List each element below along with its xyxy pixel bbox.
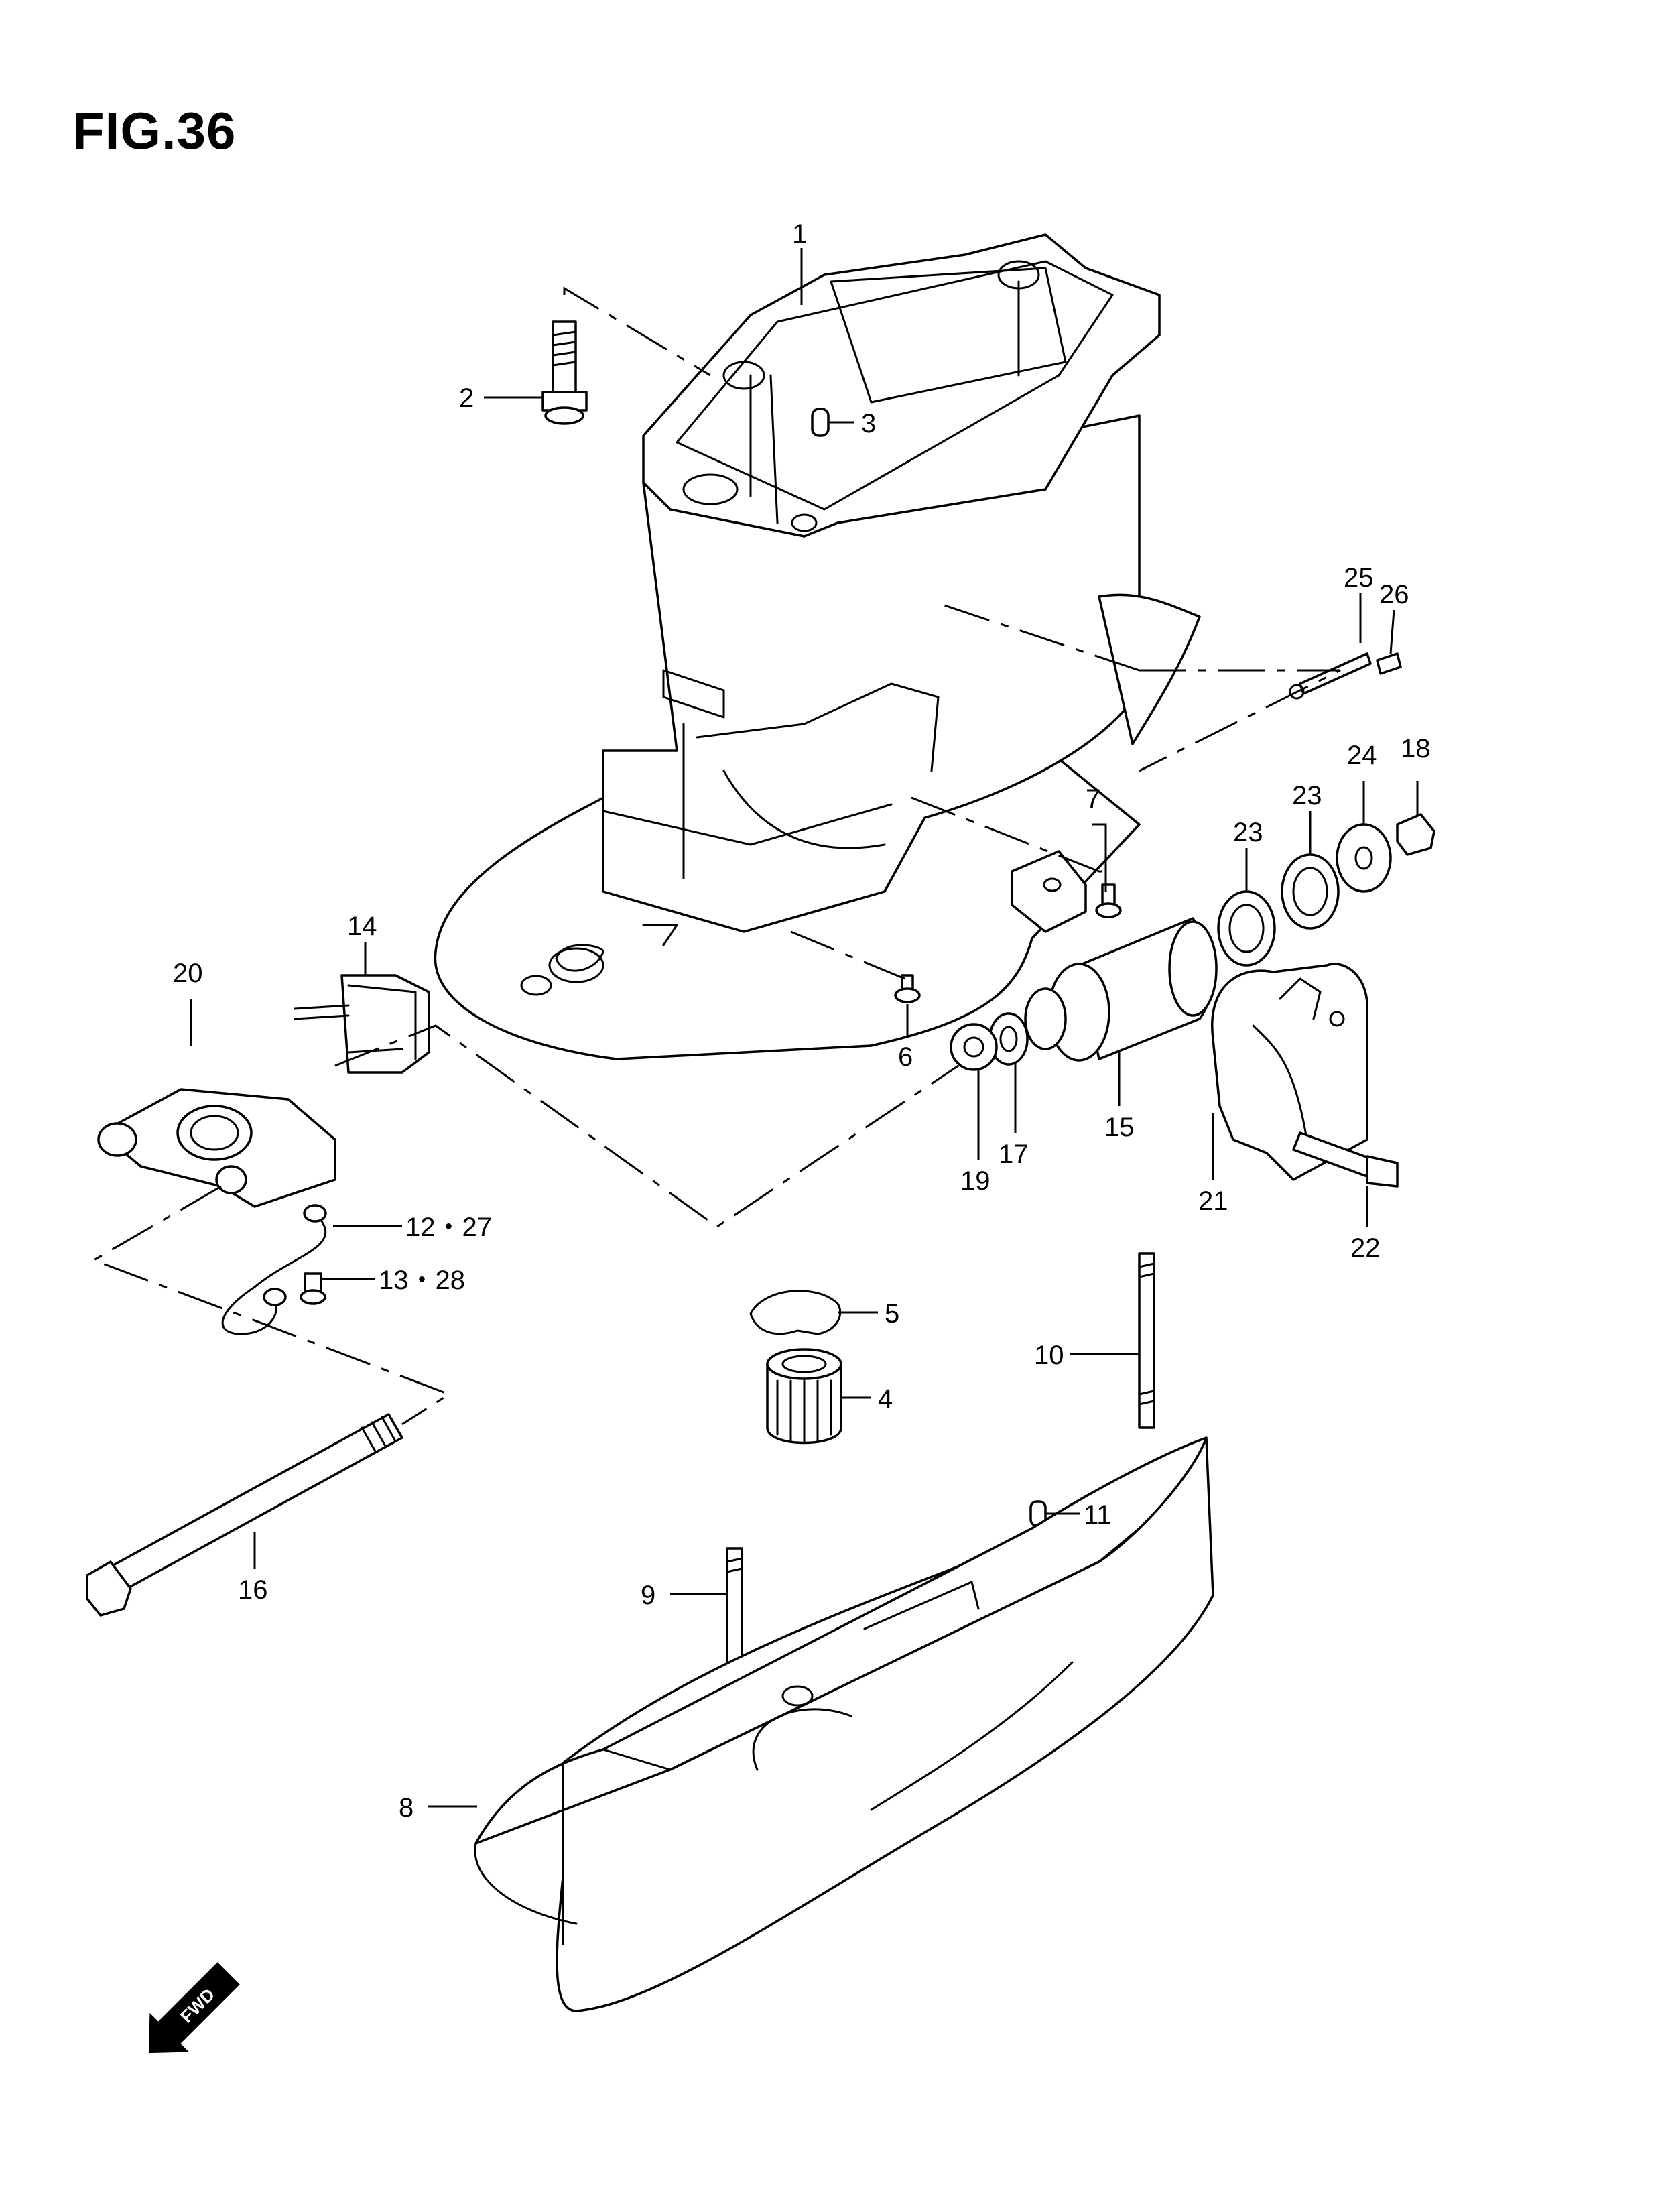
figure-title: FIG.36: [72, 101, 237, 160]
screw-part-26: [1376, 652, 1402, 675]
clip-part-25: [1289, 652, 1372, 700]
housing-top-flange: [642, 233, 1161, 538]
fwd-arrow-icon: FWD: [148, 1962, 240, 2054]
stud-part-10: [1138, 1252, 1155, 1429]
callout-16: 16: [238, 1575, 268, 1605]
callout-21: 21: [1198, 1186, 1228, 1216]
long-bolt-part-16: [86, 1413, 403, 1617]
callout-25: 25: [1344, 563, 1374, 593]
callout-7: 7: [1086, 784, 1100, 814]
washer-part-23b: [1281, 853, 1340, 930]
callout-labels: 1 2 3 4 5 6 7 8 9 10 11 12・27 13・28 14 1…: [173, 219, 1431, 1823]
callout-13-28: 13・28: [379, 1266, 465, 1295]
plate-part-7: [1011, 850, 1122, 933]
assembly-lines: [91, 286, 1341, 1426]
callout-15: 15: [1104, 1113, 1135, 1142]
callout-19: 19: [960, 1166, 990, 1196]
callout-24: 24: [1347, 741, 1377, 770]
callout-12-27: 12・27: [405, 1213, 492, 1242]
mount-cover-part-21: [1211, 963, 1368, 1181]
spacer-part-4: [766, 1348, 842, 1445]
callout-14: 14: [347, 912, 377, 941]
washer-part-24: [1336, 823, 1392, 893]
extension-case-part-8: [474, 1436, 1214, 2012]
leader-lines: [190, 248, 1419, 1808]
callout-18: 18: [1401, 734, 1431, 763]
callout-9: 9: [641, 1581, 655, 1610]
mount-rubber-part-14: [294, 974, 430, 1074]
bolt-part-2: [541, 320, 588, 425]
callout-10: 10: [1034, 1341, 1064, 1370]
ground-wire-part-12: [221, 1204, 327, 1335]
washer-part-23a: [1217, 890, 1276, 967]
callout-26: 26: [1379, 580, 1409, 609]
callout-1: 1: [792, 219, 807, 249]
callout-11: 11: [1084, 1500, 1112, 1530]
drive-shaft-housing: [434, 233, 1201, 1060]
callout-22: 22: [1350, 1233, 1381, 1263]
washer-part-19: [950, 1023, 998, 1071]
screw-part-6: [894, 974, 921, 1003]
lower-mount-part-15: [1024, 917, 1218, 1062]
callout-3: 3: [861, 409, 876, 438]
callout-6: 6: [898, 1042, 913, 1072]
callout-5: 5: [885, 1299, 899, 1329]
callout-23a: 23: [1233, 818, 1263, 847]
callout-20: 20: [173, 959, 203, 988]
dowel-pin-part-3: [811, 408, 830, 437]
bolt-part-22: [1292, 1131, 1399, 1188]
mount-bracket-part-20: [97, 1088, 336, 1208]
callout-23b: 23: [1292, 781, 1322, 810]
nut-part-18: [1396, 813, 1435, 856]
callout-17: 17: [999, 1140, 1029, 1169]
clip-part-5: [749, 1290, 842, 1335]
callout-8: 8: [399, 1793, 413, 1823]
callout-4: 4: [878, 1384, 893, 1414]
callout-2: 2: [459, 383, 474, 413]
screw-part-13: [300, 1272, 326, 1305]
